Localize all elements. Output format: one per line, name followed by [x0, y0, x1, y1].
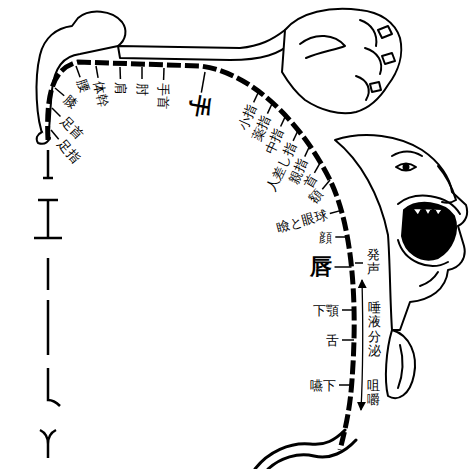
leader-line	[76, 66, 80, 77]
eyebrow-line	[392, 152, 422, 157]
body-part-label: 手首	[156, 83, 170, 109]
leader-line	[322, 180, 330, 189]
eye-pupil	[404, 165, 409, 170]
lip-line	[398, 196, 460, 266]
body-part-label: 唾液分泌	[368, 301, 381, 358]
body-part-label: 咀嚼	[367, 379, 380, 408]
leader-line	[293, 130, 298, 141]
leader-line	[339, 384, 351, 386]
eye-figure	[396, 164, 416, 171]
leader-line	[342, 309, 354, 311]
body-part-label: 体幹	[92, 80, 109, 108]
leader-line	[335, 266, 352, 268]
body-part-label: 嚥下	[310, 379, 336, 392]
finger-nail	[370, 26, 395, 92]
leader-line	[281, 116, 286, 127]
leader-line	[55, 88, 64, 96]
function-arrow	[361, 280, 363, 410]
body-part-label: 足指	[56, 137, 83, 165]
leader-line	[355, 262, 363, 264]
body-part-label: 顔	[319, 231, 332, 244]
body-part-label: 肘	[136, 82, 149, 95]
body-part-label: 舌	[326, 334, 339, 347]
body-part-label: 発声	[367, 248, 380, 277]
hand-figure	[282, 9, 401, 113]
leader-line	[163, 68, 165, 80]
body-part-label: 額	[307, 187, 325, 205]
leader-line	[267, 103, 272, 114]
leader-line	[201, 72, 205, 93]
tongue-line	[398, 345, 402, 388]
leader-line	[314, 162, 320, 172]
genital-column	[34, 150, 62, 458]
body-part-label: 足首	[58, 114, 86, 142]
tongue-figure	[386, 330, 415, 398]
nose-line	[438, 166, 456, 203]
teeth-figure	[412, 207, 443, 216]
body-part-label: 膝	[62, 93, 80, 111]
mouth-figure	[402, 203, 456, 260]
body-part-label: 唇	[310, 256, 332, 278]
body-part-label: 腰	[75, 78, 92, 95]
leader-line	[141, 67, 143, 79]
body-part-label: 下顎	[313, 304, 339, 317]
leader-line	[335, 236, 347, 238]
leader-line	[254, 92, 259, 103]
leader-line	[119, 67, 121, 79]
leader-line	[51, 130, 59, 139]
leader-line	[52, 108, 60, 116]
torso-figure	[118, 30, 292, 60]
leader-line	[342, 339, 354, 341]
finger-line	[300, 20, 381, 100]
leader-line	[330, 210, 342, 213]
leader-line	[96, 66, 98, 78]
leader-line	[305, 146, 310, 157]
cortex-arc	[48, 62, 355, 450]
chin-line	[420, 272, 438, 286]
body-part-label: 肩	[114, 82, 127, 95]
body-part-label: 手	[186, 94, 211, 119]
